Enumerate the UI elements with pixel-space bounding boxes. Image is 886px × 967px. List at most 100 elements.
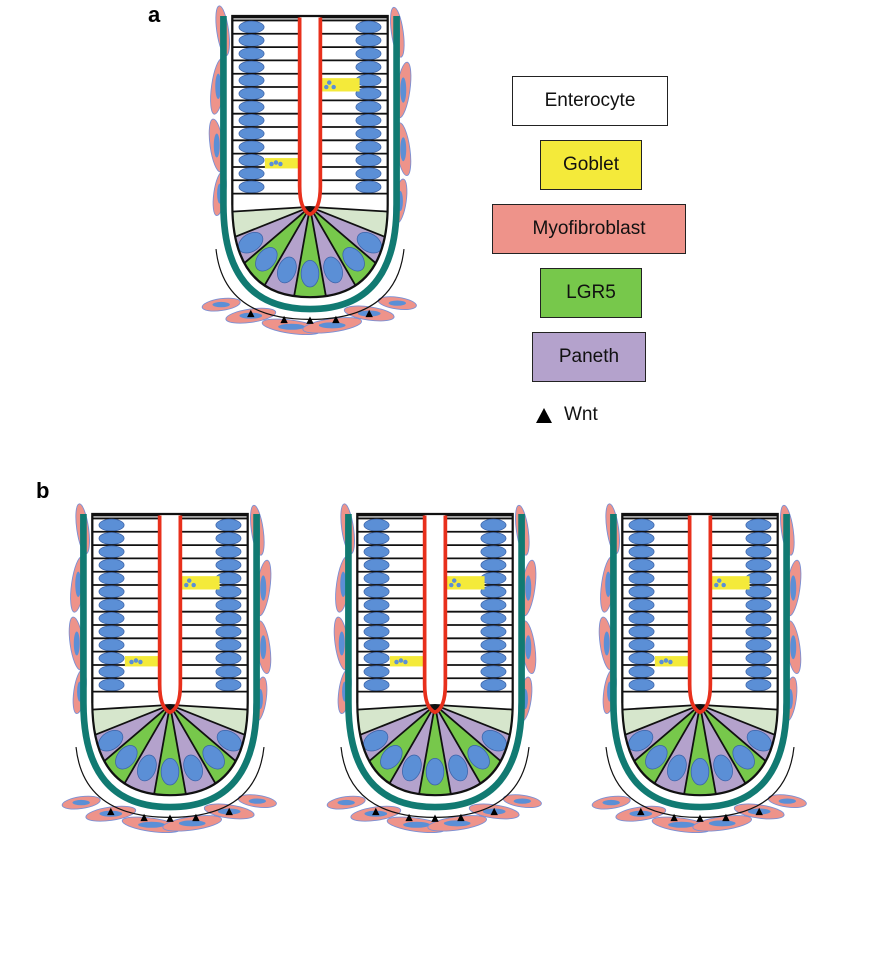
enterocyte-nucleus [356, 181, 381, 193]
enterocyte-nucleus [99, 612, 124, 624]
enterocyte-nucleus [239, 114, 264, 126]
enterocyte-nucleus [364, 586, 389, 598]
enterocyte-nucleus [356, 35, 381, 47]
enterocyte-nucleus [364, 599, 389, 611]
enterocyte-nucleus [356, 48, 381, 60]
enterocyte-nucleus [746, 599, 771, 611]
enterocyte-nucleus [99, 586, 124, 598]
legend-myofibroblast-label: Myofibroblast [533, 218, 646, 240]
myofibroblast-nucleus [389, 300, 406, 305]
enterocyte-nucleus [239, 35, 264, 47]
enterocyte-nucleus [629, 599, 654, 611]
enterocyte-nucleus [356, 128, 381, 140]
myofibroblast-nucleus [74, 632, 80, 656]
myofibroblast-nucleus [73, 800, 90, 805]
goblet-granule [138, 660, 142, 664]
enterocyte-nucleus [629, 666, 654, 678]
myofibroblast-nucleus [444, 820, 471, 826]
crypt-b1 [61, 503, 277, 835]
wnt-marker [431, 814, 438, 821]
goblet-granule [714, 583, 718, 587]
enterocyte-nucleus [239, 74, 264, 86]
goblet-granule [187, 578, 191, 582]
goblet-granule [191, 583, 195, 587]
myofibroblast-nucleus [319, 322, 346, 328]
enterocyte-nucleus [356, 154, 381, 166]
enterocyte-nucleus [481, 626, 506, 638]
enterocyte-nucleus [364, 626, 389, 638]
myofibroblast-nucleus [179, 820, 206, 826]
enterocyte-nucleus [364, 559, 389, 571]
enterocyte-nucleus [216, 599, 241, 611]
crypt-a [201, 5, 417, 337]
enterocyte-nucleus [216, 572, 241, 584]
myofibroblast-nucleus [400, 77, 406, 102]
enterocyte-nucleus [481, 519, 506, 531]
enterocyte-nucleus [99, 639, 124, 651]
goblet-granule [399, 658, 403, 662]
enterocyte-nucleus [481, 639, 506, 651]
myofibroblast-nucleus [400, 137, 406, 161]
enterocyte-nucleus [99, 652, 124, 664]
wnt-marker [166, 814, 173, 821]
enterocyte-nucleus [364, 679, 389, 691]
enterocyte-nucleus [481, 599, 506, 611]
myofibroblast-nucleus [214, 134, 220, 158]
goblet-granule [717, 578, 721, 582]
enterocyte-nucleus [356, 168, 381, 180]
enterocyte-nucleus [364, 533, 389, 545]
enterocyte-nucleus [746, 639, 771, 651]
myofibroblast-nucleus [790, 575, 796, 600]
enterocyte-nucleus [629, 652, 654, 664]
enterocyte-nucleus [99, 666, 124, 678]
enterocyte-nucleus [481, 559, 506, 571]
legend-enterocyte: Enterocyte [512, 76, 668, 126]
enterocyte-nucleus [629, 533, 654, 545]
goblet-granule [664, 658, 668, 662]
enterocyte-nucleus [239, 88, 264, 100]
goblet-cell [710, 576, 749, 589]
goblet-granule [274, 160, 278, 164]
enterocyte-nucleus [629, 586, 654, 598]
enterocyte-nucleus [746, 666, 771, 678]
enterocyte-nucleus [216, 652, 241, 664]
wnt-marker [306, 316, 313, 323]
enterocyte-nucleus [216, 586, 241, 598]
enterocyte-nucleus [239, 168, 264, 180]
enterocyte-nucleus [216, 679, 241, 691]
enterocyte-nucleus [216, 533, 241, 545]
enterocyte-nucleus [629, 546, 654, 558]
enterocyte-nucleus [216, 546, 241, 558]
enterocyte-nucleus [481, 586, 506, 598]
enterocyte-nucleus [629, 679, 654, 691]
enterocyte-nucleus [99, 519, 124, 531]
legend-wnt-label: Wnt [564, 404, 598, 426]
myofibroblast-nucleus [525, 635, 531, 659]
enterocyte-nucleus [239, 128, 264, 140]
goblet-granule [403, 660, 407, 664]
legend-enterocyte-label: Enterocyte [545, 90, 636, 112]
goblet-granule [449, 583, 453, 587]
goblet-granule [324, 85, 328, 89]
enterocyte-nucleus [364, 519, 389, 531]
legend-myofibroblast: Myofibroblast [492, 204, 686, 254]
enterocyte-nucleus [364, 612, 389, 624]
myofibroblast-nucleus [249, 798, 266, 803]
enterocyte-nucleus [746, 626, 771, 638]
enterocyte-nucleus [746, 546, 771, 558]
myofibroblast-nucleus [668, 822, 695, 828]
legend-lgr5: LGR5 [540, 268, 642, 318]
enterocyte-nucleus [356, 101, 381, 113]
enterocyte-nucleus [356, 61, 381, 73]
niche-nucleus [161, 758, 179, 785]
enterocyte-nucleus [356, 88, 381, 100]
enterocyte-nucleus [239, 141, 264, 153]
myofibroblast-nucleus [260, 635, 266, 659]
enterocyte-nucleus [356, 141, 381, 153]
enterocyte-nucleus [364, 639, 389, 651]
goblet-granule [452, 578, 456, 582]
goblet-granule [327, 80, 331, 84]
goblet-granule [331, 85, 335, 89]
enterocyte-nucleus [629, 639, 654, 651]
crypt-b2 [326, 503, 542, 835]
